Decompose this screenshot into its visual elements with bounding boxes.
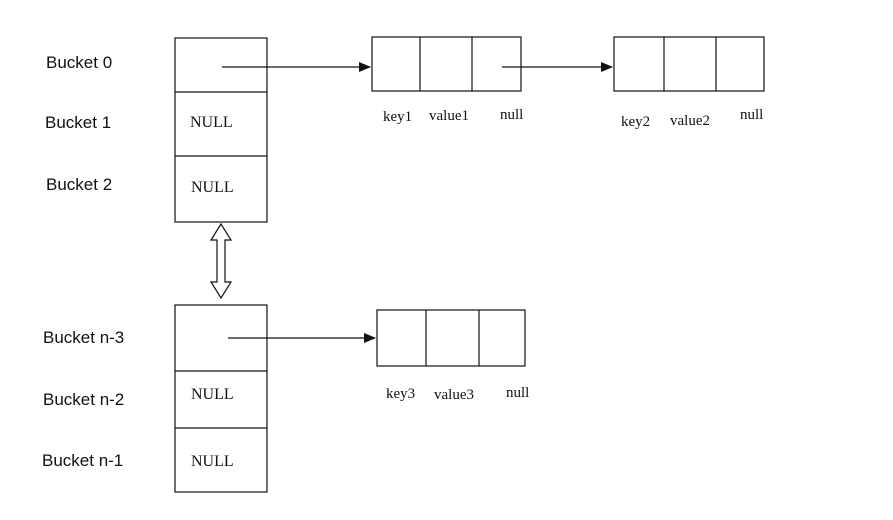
double-arrow-shape	[209, 222, 233, 300]
bucket-label: Bucket n-2	[43, 390, 124, 409]
node-frame	[613, 36, 765, 92]
bucket-array-top-frame	[174, 37, 268, 223]
bucket-null-value: NULL	[191, 386, 234, 403]
node-value-label: value2	[670, 113, 710, 129]
bucket-null-value: NULL	[191, 179, 234, 196]
node-key-label: key2	[621, 114, 650, 130]
node-value-label: value1	[429, 108, 469, 124]
bucket-label: Bucket 2	[46, 175, 112, 194]
list-node: key1 value1 null	[371, 36, 523, 125]
node-next-label: null	[500, 107, 523, 123]
node-key-label: key3	[386, 386, 415, 402]
bucket-null-value: NULL	[191, 453, 234, 470]
list-node: key2 value2 null	[613, 36, 765, 130]
node-key-label: key1	[383, 109, 412, 125]
bucket-label: Bucket 1	[45, 113, 111, 132]
node-frame	[376, 309, 526, 367]
node-next-label: null	[740, 107, 763, 123]
bucket-null-value: NULL	[190, 114, 233, 131]
node-frame	[371, 36, 522, 92]
bucket-array-bottom: Bucket n-3 Bucket n-2 Bucket n-1 NULL NU…	[42, 304, 268, 493]
node-value-label: value3	[434, 387, 474, 403]
bucket-label: Bucket 0	[46, 53, 112, 72]
node-next-label: null	[506, 385, 529, 401]
bucket-array-top: Bucket 0 Bucket 1 Bucket 2 NULL NULL	[45, 37, 268, 223]
bucket-label: Bucket n-1	[42, 451, 123, 470]
bucket-array-bottom-frame	[174, 304, 268, 493]
bucket-label: Bucket n-3	[43, 328, 124, 347]
list-node: key3 value3 null	[376, 309, 529, 403]
double-arrow-icon	[209, 222, 233, 300]
